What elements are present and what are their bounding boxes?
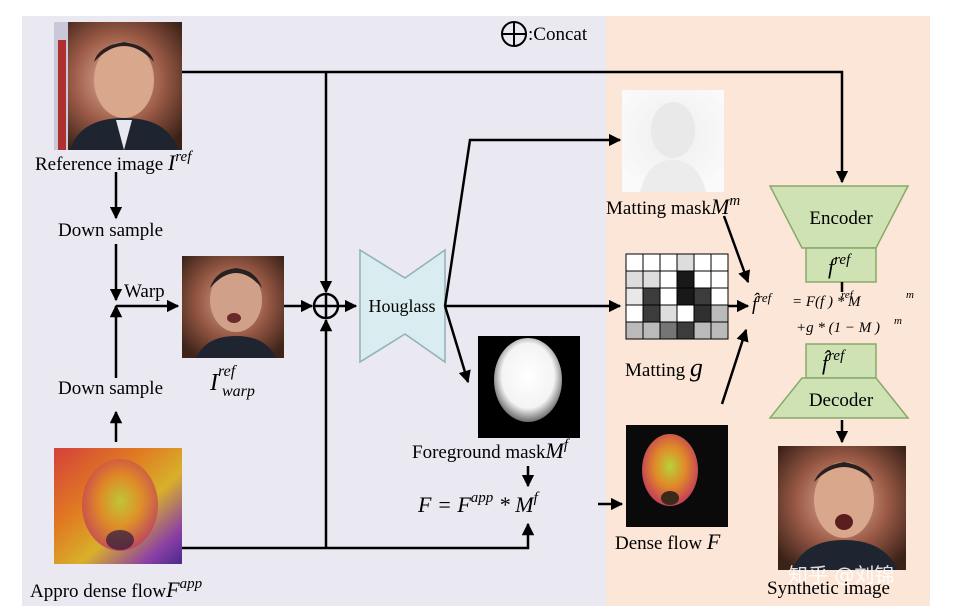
- matting-grid-cell: [693, 270, 712, 289]
- matting-grid-cell: [676, 253, 695, 272]
- connector-arrows: [109, 70, 849, 550]
- blend-equation-line2-sup-m: m: [894, 315, 902, 327]
- synthetic-image-label: Synthetic image: [767, 578, 890, 599]
- decoder-block: [768, 377, 910, 419]
- matting-grid-cell: [710, 287, 729, 306]
- dense-flow-label: Dense flow F: [615, 529, 721, 554]
- matting-grid-cell: [710, 253, 729, 272]
- matting-grid-cell: [642, 253, 661, 272]
- decoder-feature-symbol: f̂ref: [822, 348, 846, 375]
- concat-node-icon: [312, 292, 340, 320]
- blend-fhat-symbol: f̂ref: [752, 290, 774, 315]
- matting-grid-cell: [693, 287, 712, 306]
- matting-grid-cell: [625, 287, 644, 306]
- matting-grid-cell: [693, 253, 712, 272]
- foreground-mask-image: [478, 336, 580, 438]
- appro-dense-flow-image: [54, 448, 182, 564]
- matting-grid-cell: [659, 304, 678, 323]
- matting-grid-cell: [642, 270, 661, 289]
- matting-grid-cell: [676, 304, 695, 323]
- matting-label: Matting g: [625, 353, 703, 382]
- blend-equation-line1-sup-ref: ref: [841, 289, 855, 301]
- matting-grid-cell: [693, 321, 712, 340]
- matting-grid-cell: [710, 321, 729, 340]
- matting-grid-cell: [659, 321, 678, 340]
- matting-grid-cell: [659, 270, 678, 289]
- matting-grid-cell: [693, 304, 712, 323]
- matting-grid-cell: [710, 304, 729, 323]
- matting-grid-cell: [710, 270, 729, 289]
- matting-grid-cell: [625, 304, 644, 323]
- matting-grid-cell: [676, 270, 695, 289]
- encoder-feature-box: [805, 247, 877, 283]
- blend-equation-line2: +g * (1 − M ): [796, 320, 880, 336]
- foreground-mask-label: Foreground maskMf: [412, 437, 570, 463]
- down-sample-label-1: Down sample: [58, 220, 163, 241]
- watermark-text: 知乎 @刘锦: [788, 563, 894, 587]
- matting-grid-cell: [676, 321, 695, 340]
- warped-image: [182, 256, 284, 358]
- concat-legend-label: :Concat: [528, 24, 588, 45]
- matting-mask-label: Matting maskMm: [606, 193, 740, 219]
- matting-grid-cell: [625, 270, 644, 289]
- matting-grid-cell: [659, 253, 678, 272]
- flow-equation: F = Fapp * Mf: [417, 490, 540, 517]
- matting-grid-cell: [642, 287, 661, 306]
- matting-grid-cell: [642, 304, 661, 323]
- matting-grid-cell: [676, 287, 695, 306]
- hourglass-label: Houglass: [369, 296, 436, 316]
- matting-grid-cell: [642, 321, 661, 340]
- matting-grid-cell: [659, 287, 678, 306]
- reference-image-label: Reference image Iref: [35, 149, 193, 175]
- dense-flow-image: [626, 425, 728, 527]
- matting-mask-image: [622, 90, 724, 192]
- matting-grid-cell: [625, 321, 644, 340]
- matting-grid: [625, 253, 729, 340]
- reference-image: [54, 22, 182, 150]
- encoder-feature-symbol: fref: [828, 252, 852, 279]
- synthetic-image: [778, 446, 906, 570]
- blend-equation-line1-sup-m: m: [906, 289, 914, 301]
- decoder-label: Decoder: [809, 390, 874, 411]
- matting-grid-cell: [625, 253, 644, 272]
- encoder-label: Encoder: [809, 208, 873, 229]
- concat-symbol-icon: [501, 21, 527, 47]
- down-sample-label-2: Down sample: [58, 378, 163, 399]
- hourglass-block: [359, 248, 446, 364]
- warp-label: Warp: [124, 281, 165, 302]
- blend-equation-line1: = F(f ) * M: [792, 294, 862, 310]
- appro-dense-flow-label: Appro dense flowFapp: [30, 576, 203, 602]
